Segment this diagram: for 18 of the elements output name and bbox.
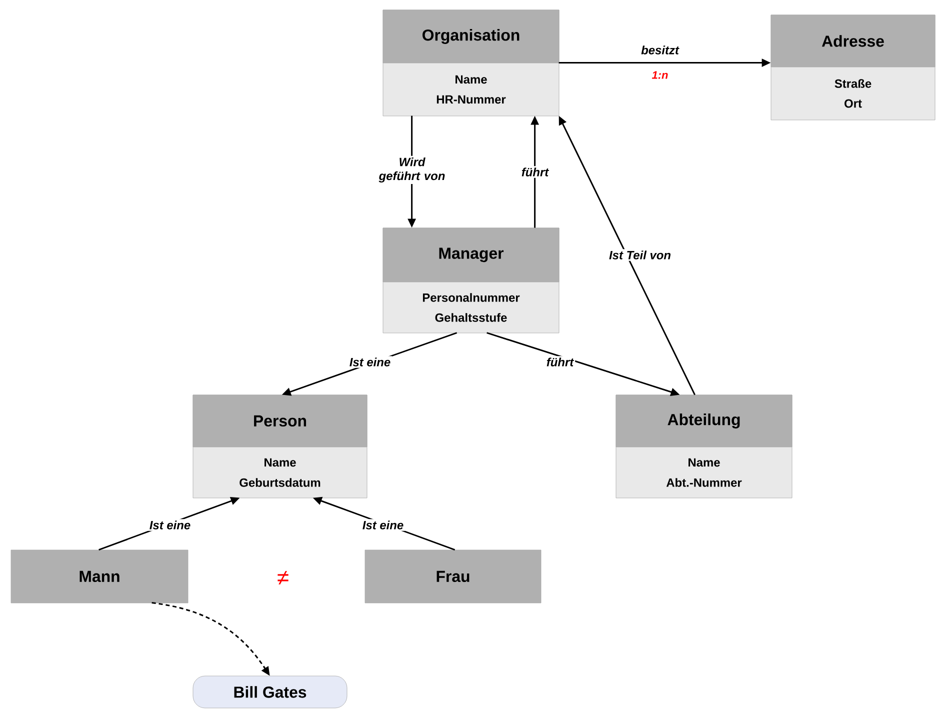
cardinality-label: 1:n [652, 71, 668, 79]
edge-label: Ist eine [360, 519, 406, 531]
edge-label: führt [520, 166, 550, 178]
edge-label: besitzt [640, 44, 680, 56]
not-equal-sign: ≠ [278, 571, 288, 584]
edge-label: Ist Teil von [608, 249, 672, 261]
edge-label: Ist eine [148, 519, 192, 531]
entity-box: Manager Personalnummer Gehaltsstufe [382, 228, 560, 334]
entity-box: Mann [10, 550, 188, 604]
edge-label: führt [544, 356, 576, 368]
entity-box: Person Name Geburtsdatum [192, 394, 368, 498]
edge-label: Ist eine [348, 356, 392, 368]
entity-box: Adresse Straße Ort [770, 14, 936, 120]
edge-label: Wird geführt von [376, 156, 448, 184]
entity-box: Frau [364, 550, 542, 604]
rounded-box: Bill Gates [192, 676, 348, 708]
entity-box: Abteilung Name Abt.-Nummer [616, 394, 792, 498]
entity-box: Organisation Name HR-Nummer [382, 10, 560, 116]
